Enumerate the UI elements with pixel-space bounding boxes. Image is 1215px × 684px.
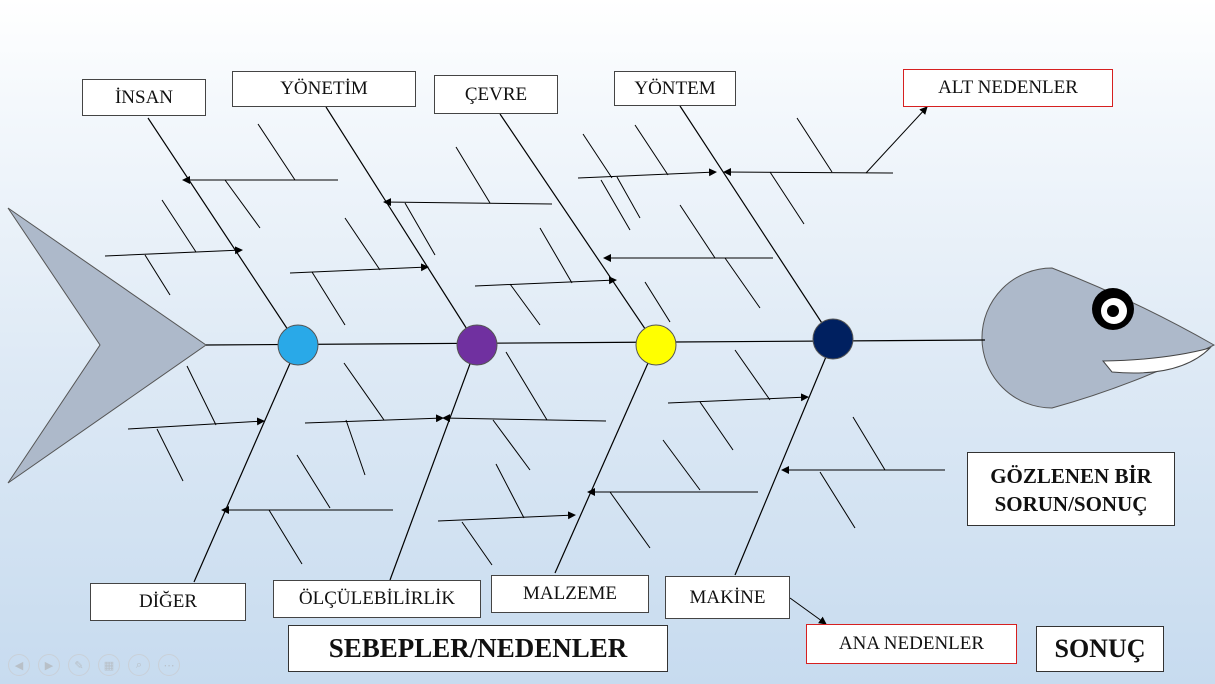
category-cevre: ÇEVRE	[434, 75, 558, 114]
slideshow-controls: ◀ ▶ ✎ ▦ ⌕ ⋯	[8, 654, 180, 676]
category-makine: MAKİNE	[665, 576, 790, 619]
previous-icon[interactable]: ◀	[8, 654, 30, 676]
callout-main-causes: ANA NEDENLER	[806, 624, 1017, 664]
node-insan	[277, 324, 319, 366]
category-yonetim: YÖNETİM	[232, 71, 416, 107]
fish-pupil	[1107, 305, 1119, 317]
effect-box: GÖZLENEN BİR SORUN/SONUÇ	[967, 452, 1175, 526]
spine	[205, 339, 986, 346]
fish-head	[981, 267, 1215, 409]
slides-icon[interactable]: ▦	[98, 654, 120, 676]
node-yontem	[812, 318, 854, 360]
main-bones	[147, 105, 834, 583]
category-malzeme: MALZEME	[491, 575, 649, 613]
category-diger: DİĞER	[90, 583, 246, 621]
sub-bones	[144, 117, 886, 566]
result-label: SONUÇ	[1036, 626, 1164, 672]
effect-line-1: GÖZLENEN BİR	[990, 464, 1152, 488]
node-yonetim	[456, 324, 498, 366]
next-icon[interactable]: ▶	[38, 654, 60, 676]
effect-line-2: SORUN/SONUÇ	[994, 492, 1148, 516]
fish-mouth	[1101, 347, 1212, 374]
more-icon[interactable]: ⋯	[158, 654, 180, 676]
category-insan: İNSAN	[82, 79, 206, 116]
causes-label: SEBEPLER/NEDENLER	[288, 625, 668, 672]
pen-icon[interactable]: ✎	[68, 654, 90, 676]
category-olculebilirlik: ÖLÇÜLEBİLİRLİK	[273, 580, 481, 618]
node-cevre	[635, 324, 677, 366]
sub-cause-arrows	[104, 106, 945, 625]
callout-sub-causes: ALT NEDENLER	[903, 69, 1113, 107]
fish-tail	[7, 207, 207, 484]
category-yontem: YÖNTEM	[614, 71, 736, 106]
zoom-icon[interactable]: ⌕	[128, 654, 150, 676]
